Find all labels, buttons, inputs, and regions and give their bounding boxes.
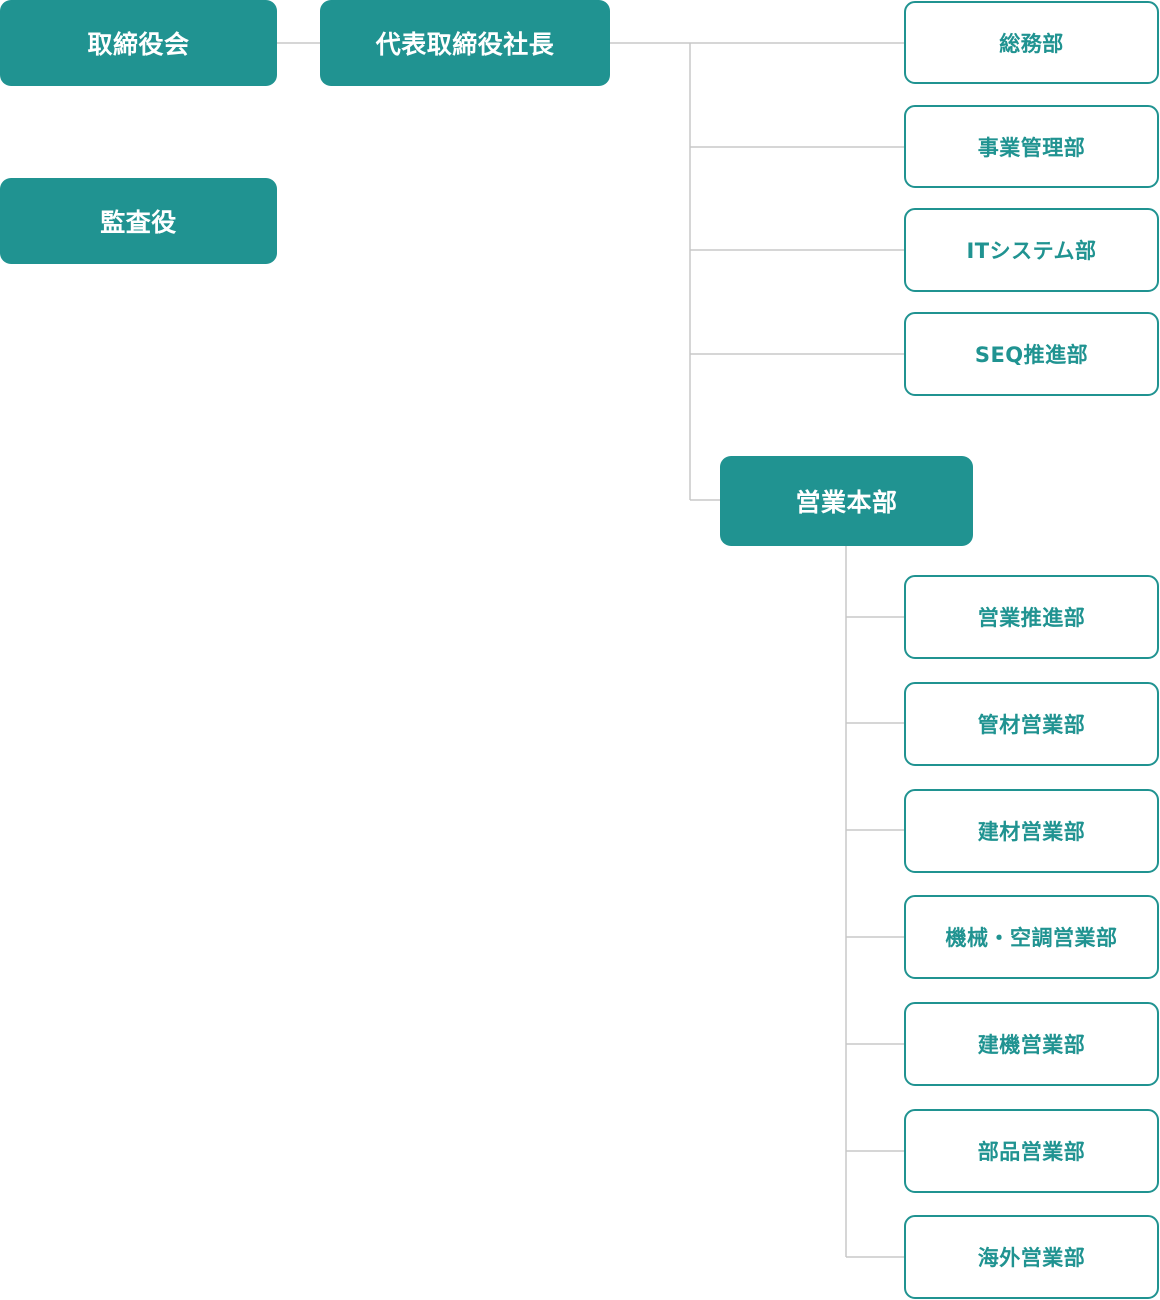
node-general-affairs: 総務部 bbox=[904, 1, 1159, 84]
node-construction-machinery-sales: 建機営業部 bbox=[904, 1002, 1159, 1086]
node-building-materials-sales: 建材営業部 bbox=[904, 789, 1159, 873]
node-sales-promotion: 営業推進部 bbox=[904, 575, 1159, 659]
node-machinery-ac-sales: 機械・空調営業部 bbox=[904, 895, 1159, 979]
node-seq-promotion: SEQ推進部 bbox=[904, 312, 1159, 396]
node-auditor: 監査役 bbox=[0, 178, 277, 264]
node-business-management: 事業管理部 bbox=[904, 105, 1159, 188]
node-board: 取締役会 bbox=[0, 0, 277, 86]
node-sales-hq: 営業本部 bbox=[720, 456, 973, 546]
node-pipe-materials-sales: 管材営業部 bbox=[904, 682, 1159, 766]
node-parts-sales: 部品営業部 bbox=[904, 1109, 1159, 1193]
node-president: 代表取締役社長 bbox=[320, 0, 610, 86]
node-it-system: ITシステム部 bbox=[904, 208, 1159, 292]
node-overseas-sales: 海外営業部 bbox=[904, 1215, 1159, 1299]
